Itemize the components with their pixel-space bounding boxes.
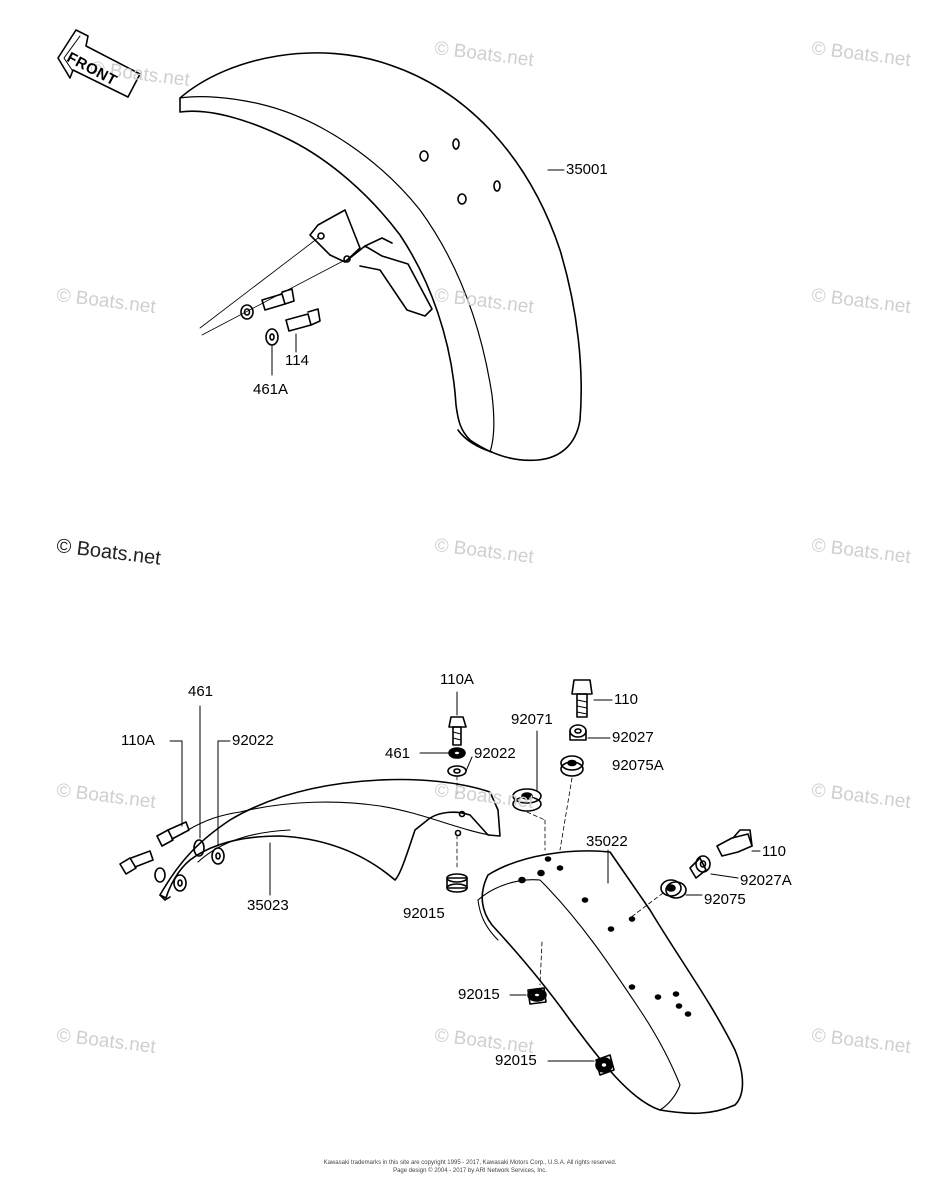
part-label-110-right: 110	[762, 843, 786, 860]
nut-92015-center-icon	[446, 873, 468, 893]
bolt-110-right-icon	[716, 829, 753, 857]
nut-92015-bottom-icon	[595, 1054, 615, 1076]
washer-461-left-icon	[154, 839, 205, 883]
nut-92015-mid-icon	[527, 987, 547, 1005]
bolt-110-top-icon	[571, 679, 593, 718]
part-label-92015-bottom: 92015	[495, 1052, 537, 1069]
part-label-35023: 35023	[247, 897, 289, 914]
washer-461A-icon	[265, 328, 279, 346]
rear-fender-35022	[477, 850, 744, 1115]
part-label-92027A: 92027A	[740, 872, 792, 889]
washer-461-center-icon	[448, 747, 466, 759]
part-label-92022-left: 92022	[232, 732, 274, 749]
part-label-92015-mid: 92015	[458, 986, 500, 1003]
collar-92027A-icon	[689, 855, 711, 879]
part-label-92022-center: 92022	[474, 745, 516, 762]
grommet-92075-icon	[660, 879, 687, 899]
part-label-110-top: 110	[614, 691, 638, 708]
part-label-110A-center: 110A	[440, 671, 474, 688]
front-fender-35001	[179, 52, 582, 462]
part-label-114: 114	[285, 352, 309, 369]
part-label-461A: 461A	[253, 381, 289, 398]
bolt-110A-center-icon	[448, 716, 467, 746]
bolt-114-icon	[240, 288, 321, 332]
part-label-92071: 92071	[511, 711, 553, 728]
part-label-92075: 92075	[704, 891, 746, 908]
part-label-461-left: 461	[188, 683, 214, 700]
part-label-35001: 35001	[566, 161, 608, 178]
part-label-35022: 35022	[586, 833, 628, 850]
copyright-line: Kawasaki trademarks in this site are cop…	[323, 1160, 617, 1166]
washer-92022-center-icon	[447, 765, 467, 777]
part-label-92027: 92027	[612, 729, 654, 746]
front-arrow-icon	[57, 29, 141, 98]
bolt-110A-left-icon	[119, 821, 190, 875]
part-label-92015-center: 92015	[403, 905, 445, 922]
washer-92022-left-icon	[173, 847, 225, 892]
grommet-92071-icon	[512, 788, 542, 812]
part-label-110A-left: 110A	[121, 732, 155, 749]
part-label-92075A: 92075A	[612, 757, 664, 774]
rear-fender-35023	[159, 778, 501, 901]
copyright-line: Page design © 2004 - 2017 by ARI Network…	[393, 1168, 547, 1174]
collar-92027-icon	[569, 724, 587, 741]
part-label-461-center: 461	[385, 745, 411, 762]
grommet-92075A-icon	[560, 755, 584, 777]
